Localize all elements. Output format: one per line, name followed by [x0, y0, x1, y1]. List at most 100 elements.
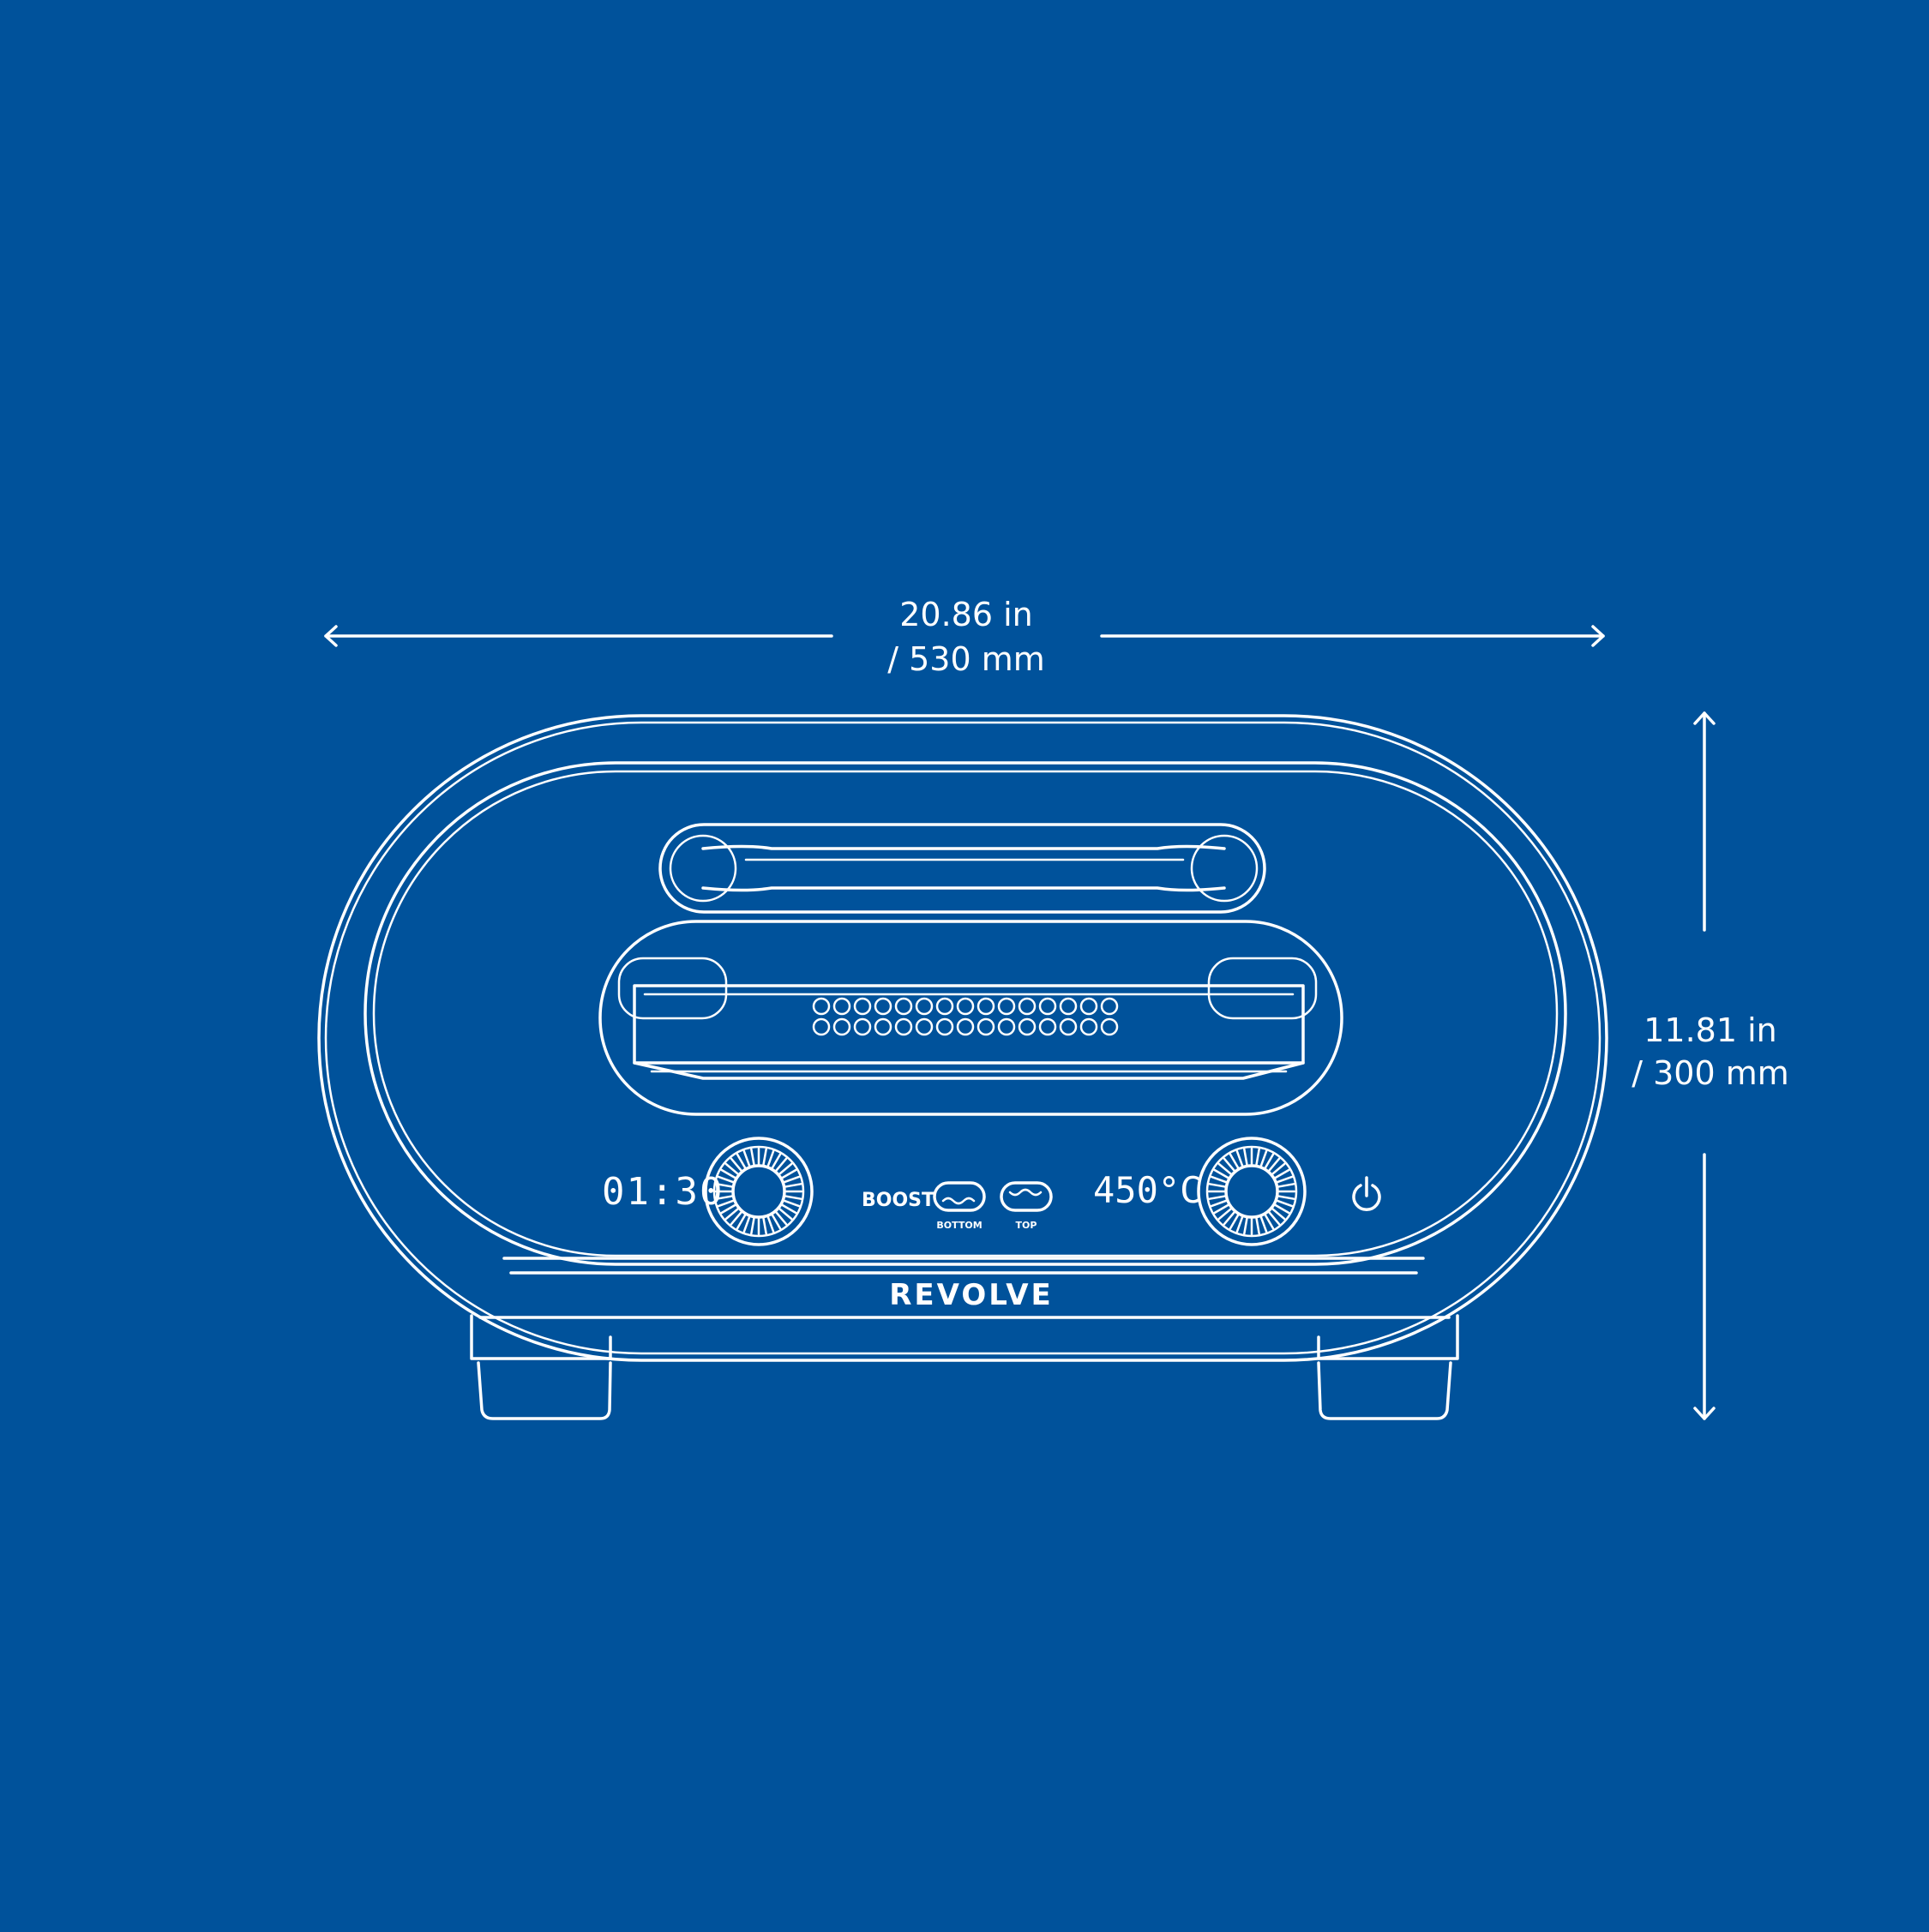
knob-grip-tick [766, 1149, 775, 1167]
knob-grip-tick [1223, 1211, 1235, 1226]
left-foot-upper [470, 1314, 612, 1360]
knob-grip-tick [775, 1211, 788, 1226]
oven-outer-shell-inner-edge [324, 721, 1601, 1355]
temperature-knob-center [1224, 1164, 1279, 1219]
temperature-knob-icon[interactable] [1197, 1137, 1307, 1246]
control-panel: 01:30 BOOST BOTTOM TOP 450°C [602, 1137, 1381, 1312]
vent-hole [977, 997, 995, 1016]
vent-hole [935, 997, 954, 1016]
vent-hole [894, 1017, 913, 1036]
knob-grip-tick [1271, 1162, 1286, 1175]
temperature-display: 450°C [1093, 1169, 1201, 1211]
top-heat-icon[interactable] [1000, 1181, 1053, 1212]
knob-grip-tick [742, 1215, 751, 1233]
knob-grip-tick [1264, 1153, 1275, 1169]
height-mm-label: / 300 mm [1632, 1054, 1789, 1092]
knob-grip-tick [750, 1217, 755, 1235]
knob-grip-tick [1229, 1214, 1240, 1230]
height-arrow-bottom-head [1693, 1407, 1716, 1420]
oven-door-glass [372, 770, 1559, 1257]
top-heat-wave [1008, 1188, 1043, 1197]
vent-hole [1079, 1017, 1098, 1036]
knob-grip-tick [783, 1175, 801, 1184]
knob-grip-tick [1210, 1199, 1228, 1208]
knob-grip-tick [1274, 1203, 1290, 1215]
knob-grip-tick [1276, 1175, 1294, 1184]
left-foot [477, 1361, 612, 1420]
vent-hole [935, 1017, 954, 1036]
vent-hole [1059, 997, 1078, 1016]
vent-hole [812, 1017, 831, 1036]
knob-grip-tick [715, 1195, 733, 1200]
vent-hole [874, 1017, 892, 1036]
vent-hole [997, 1017, 1016, 1036]
knob-grip-tick [784, 1195, 802, 1200]
knob-grip-tick [778, 1162, 793, 1175]
timer-knob-icon[interactable] [704, 1137, 814, 1246]
vent-hole [1100, 997, 1119, 1016]
temperature-knob-grip [1207, 1147, 1296, 1236]
vent-hole [956, 997, 975, 1016]
oven-window [598, 920, 1343, 1116]
knob-grip-tick [730, 1157, 742, 1172]
knob-grip-tick [1268, 1157, 1281, 1172]
knob-grip-tick [717, 1199, 735, 1208]
knob-grip-tick [1235, 1215, 1244, 1233]
knob-grip-tick [720, 1168, 736, 1179]
brand-logo: REVOLVE [889, 1278, 1054, 1312]
knob-grip-tick [717, 1175, 735, 1184]
timer-knob-ring [712, 1145, 805, 1238]
right-foot [1317, 1361, 1452, 1420]
timer-knob-grip [714, 1147, 803, 1236]
tray-vent-holes [812, 997, 1119, 1036]
knob-grip-tick [783, 1199, 801, 1208]
knob-grip-tick [1259, 1215, 1268, 1233]
knob-grip-tick [1213, 1168, 1229, 1179]
bottom-label: BOTTOM [936, 1220, 982, 1231]
vent-hole [812, 997, 831, 1016]
knob-grip-tick [742, 1149, 751, 1167]
knob-grip-tick [1208, 1195, 1226, 1200]
knob-grip-tick [778, 1208, 793, 1221]
knob-grip-tick [1277, 1183, 1295, 1188]
knob-grip-tick [784, 1183, 802, 1188]
vent-hole [1038, 1017, 1057, 1036]
power-icon-arc [1352, 1184, 1381, 1211]
knob-grip-tick [715, 1183, 733, 1188]
power-icon[interactable] [1352, 1176, 1381, 1211]
oven-handle [658, 823, 1266, 914]
width-arrow-right-head [1591, 625, 1605, 647]
oven-body [317, 714, 1608, 1362]
knob-grip-tick [1264, 1214, 1275, 1230]
boost-label: BOOST [862, 1190, 934, 1211]
height-inches-label: 11.81 in [1644, 1011, 1777, 1049]
knob-grip-tick [1210, 1175, 1228, 1184]
vent-hole [874, 997, 892, 1016]
pizza-tray [633, 984, 1305, 1065]
knob-grip-tick [781, 1203, 797, 1215]
knob-grip-tick [1274, 1168, 1290, 1179]
knob-grip-tick [775, 1157, 788, 1172]
bottom-heat-icon[interactable] [933, 1181, 986, 1212]
vent-hole [915, 1017, 934, 1036]
vent-hole [832, 1017, 851, 1036]
timer-display: 01:30 [602, 1170, 724, 1214]
window-outline [598, 920, 1343, 1116]
knob-grip-tick [1255, 1148, 1260, 1166]
handle-left-mount [669, 834, 737, 903]
height-arrow-top-head [1693, 711, 1716, 725]
vent-hole [1100, 1017, 1119, 1036]
vent-hole [997, 997, 1016, 1016]
vent-hole [977, 1017, 995, 1036]
knob-grip-tick [724, 1208, 739, 1221]
vent-hole [832, 997, 851, 1016]
handle-outer [658, 823, 1266, 914]
top-heat-button [1000, 1181, 1053, 1212]
vent-hole [1059, 1017, 1078, 1036]
knob-grip-tick [1276, 1199, 1294, 1208]
knob-grip-tick [1235, 1149, 1244, 1167]
tray-right-bracket [1207, 957, 1318, 1020]
knob-grip-tick [762, 1148, 767, 1166]
knob-grip-tick [781, 1168, 797, 1179]
